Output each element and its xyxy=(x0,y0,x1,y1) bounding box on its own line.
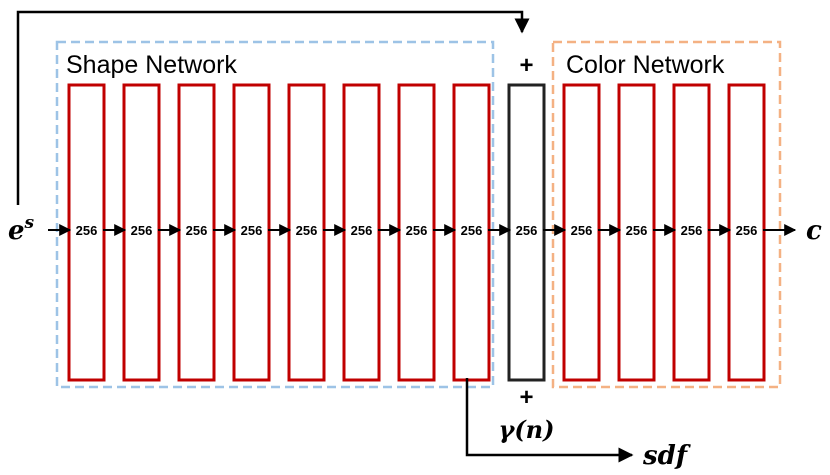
layer-width-label: 256 xyxy=(351,223,373,238)
input-symbol-base: e xyxy=(8,216,25,246)
layer-width-label: 256 xyxy=(626,223,648,238)
concat-plus-top: + xyxy=(519,52,533,79)
layer-width-label: 256 xyxy=(571,223,593,238)
layer-width-label: 256 xyxy=(186,223,208,238)
layer-width-label: 256 xyxy=(406,223,428,238)
layer-width-label: 256 xyxy=(296,223,318,238)
layer-width-label: 256 xyxy=(131,223,153,238)
shape-network-box xyxy=(55,40,495,389)
input-symbol: es xyxy=(8,213,35,246)
layer-width-labels: 256 256 256 256 256 256 256 256 256 256 … xyxy=(76,223,758,238)
color-network-box xyxy=(551,40,782,389)
concat-plus-bottom: + xyxy=(519,384,533,411)
color-network-label: Color Network xyxy=(566,51,725,79)
layer-width-label: 256 xyxy=(681,223,703,238)
input-symbol-superscript: s xyxy=(24,213,35,233)
layer-width-label: 256 xyxy=(461,223,483,238)
sdf-branch-arrow xyxy=(465,378,634,463)
normal-encoding-label: γ(n) xyxy=(498,415,554,444)
layer-width-label: 256 xyxy=(241,223,263,238)
output-color-symbol: c xyxy=(806,216,822,246)
layer-width-label: 256 xyxy=(736,223,758,238)
sdf-output-label: sdf xyxy=(642,441,691,471)
layer-width-label: 256 xyxy=(76,223,98,238)
shape-network-label: Shape Network xyxy=(66,51,237,79)
skip-connection-arrow xyxy=(16,10,530,205)
layer-width-label: 256 xyxy=(516,223,538,238)
